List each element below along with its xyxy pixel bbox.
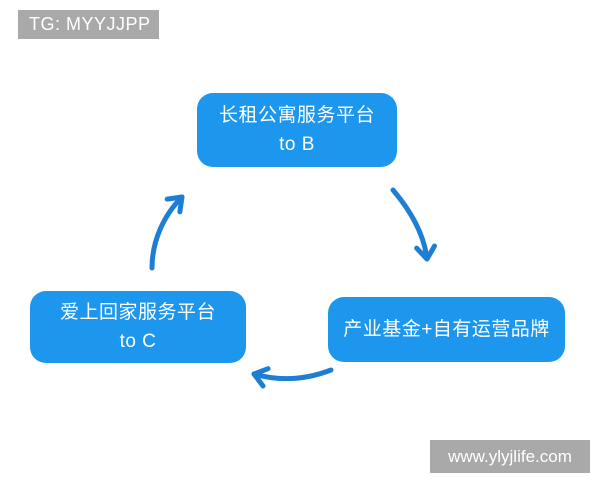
tg-watermark-text: TG: MYYJJPP: [29, 14, 151, 34]
node-top-line2: to B: [279, 134, 315, 155]
arrow-top-to-right: [390, 187, 438, 262]
site-watermark-text: www.ylyjlife.com: [448, 446, 572, 466]
node-rental-apartment-platform: 长租公寓服务平台 to B: [197, 93, 397, 167]
arrow-left-to-top: [149, 194, 185, 271]
tg-watermark-label: TG: MYYJJPP: [18, 10, 159, 39]
node-top-line1: 长租公寓服务平台: [218, 104, 375, 126]
arrow-right-to-left: [251, 366, 334, 389]
node-left-line2: to C: [119, 331, 157, 352]
node-right-line1: 产业基金+自有运营品牌: [343, 318, 550, 340]
site-watermark-label: www.ylyjlife.com: [430, 440, 590, 473]
node-industry-fund-brand: 产业基金+自有运营品牌: [328, 297, 565, 362]
node-left-line1: 爱上回家服务平台: [59, 301, 216, 323]
node-aishang-home-platform: 爱上回家服务平台 to C: [30, 291, 246, 363]
